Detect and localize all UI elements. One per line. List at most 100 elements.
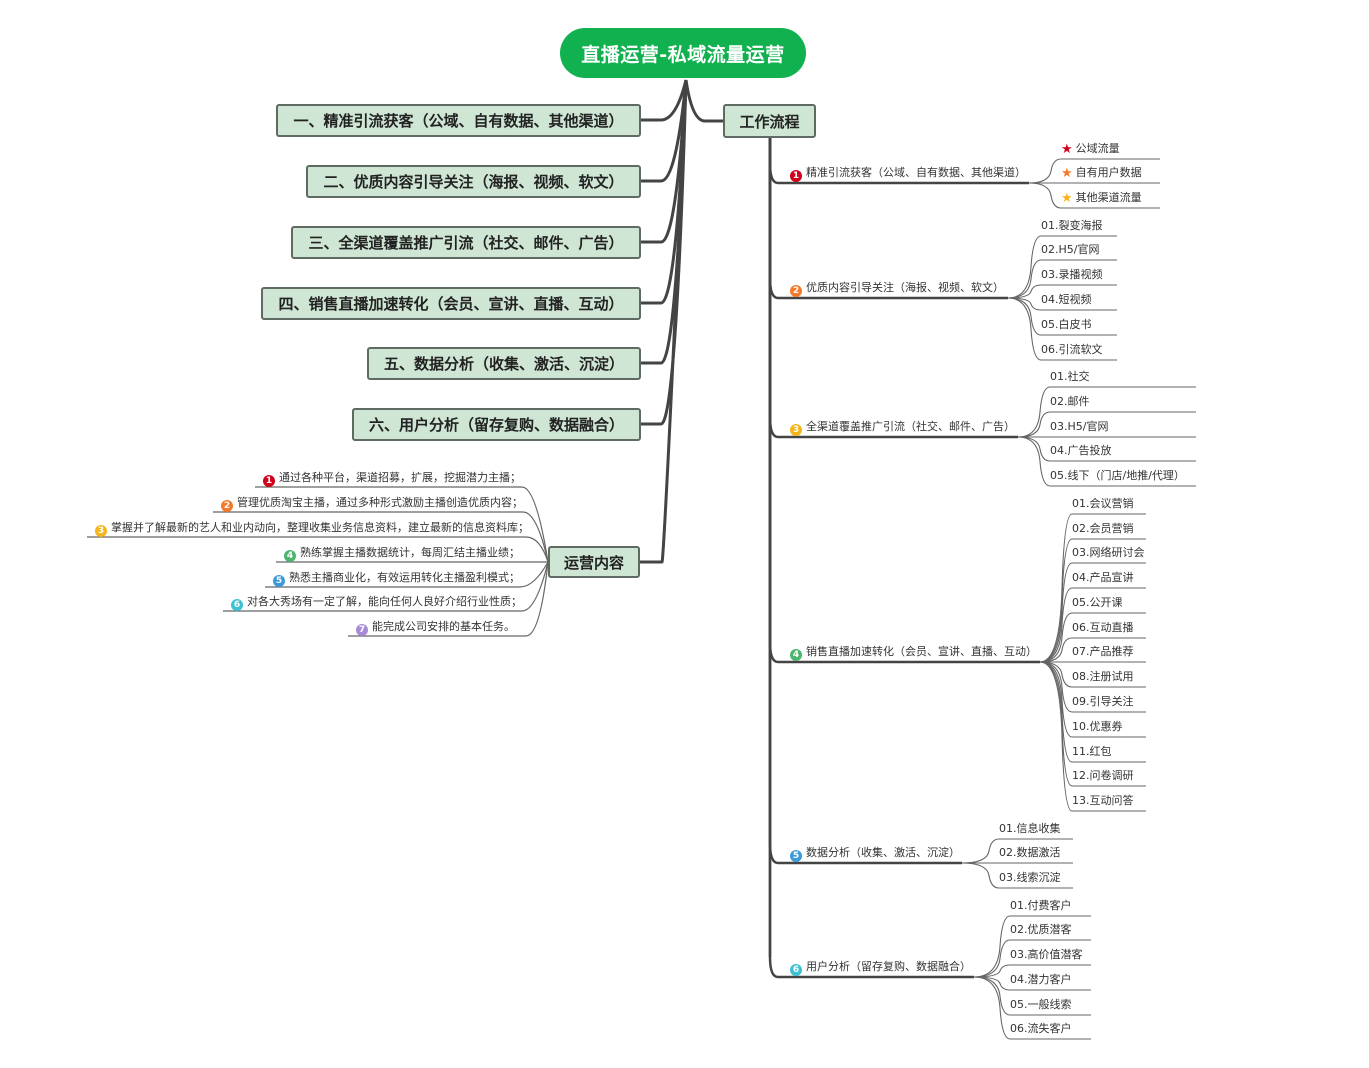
workflow-step-6[interactable]: 6 用户分析（留存复购、数据融合） bbox=[790, 960, 971, 976]
workflow-step-1-child-2[interactable]: ★自有用户数据 bbox=[1061, 166, 1142, 181]
workflow-step-3-child-4[interactable]: 04.广告投放 bbox=[1050, 444, 1112, 458]
workflow-step-4-child-6[interactable]: 06.互动直播 bbox=[1072, 621, 1134, 635]
number-5-icon: 5 bbox=[790, 850, 802, 862]
workflow-topic[interactable]: 工作流程 bbox=[723, 104, 816, 138]
connector bbox=[973, 976, 1091, 1016]
workflow-step-5-child-1[interactable]: 01.信息收集 bbox=[999, 822, 1061, 836]
workflow-step-4-child-13[interactable]: 13.互动问答 bbox=[1072, 794, 1134, 808]
connector bbox=[1028, 158, 1160, 184]
workflow-step-3-child-3[interactable]: 03.H5/官网 bbox=[1050, 420, 1108, 434]
left-topic-2[interactable]: 二、优质内容引导关注（海报、视频、软文） bbox=[306, 165, 641, 198]
workflow-step-3-child-2[interactable]: 02.邮件 bbox=[1050, 395, 1090, 409]
workflow-step-3-child-5[interactable]: 05.线下（门店/地推/代理） bbox=[1050, 469, 1185, 483]
workflow-step-2-child-4[interactable]: 04.短视频 bbox=[1041, 293, 1092, 307]
workflow-step-5-child-2[interactable]: 02.数据激活 bbox=[999, 846, 1061, 860]
workflow-step-5-child-3-label: 03.线索沉淀 bbox=[999, 871, 1061, 884]
connector bbox=[87, 536, 549, 563]
workflow-step-1-label: 精准引流获客（公域、自有数据、其他渠道） bbox=[806, 166, 1026, 179]
workflow-step-4-child-10[interactable]: 10.优惠券 bbox=[1072, 720, 1123, 734]
workflow-step-4-child-2[interactable]: 02.会员营销 bbox=[1072, 522, 1134, 536]
workflow-step-4-child-13-label: 13.互动问答 bbox=[1072, 794, 1134, 807]
connector bbox=[1017, 436, 1196, 487]
workflow-step-4-child-7[interactable]: 07.产品推荐 bbox=[1072, 645, 1134, 659]
workflow-step-4-child-11-label: 11.红包 bbox=[1072, 745, 1112, 758]
connector bbox=[1039, 587, 1146, 663]
workflow-step-6-child-1[interactable]: 01.付费客户 bbox=[1010, 899, 1072, 913]
connector bbox=[768, 138, 962, 865]
workflow-step-3-child-1[interactable]: 01.社交 bbox=[1050, 370, 1090, 384]
workflow-step-4-child-6-label: 06.互动直播 bbox=[1072, 621, 1134, 634]
workflow-step-1-child-3[interactable]: ★其他渠道流量 bbox=[1061, 191, 1142, 206]
left-topic-6[interactable]: 六、用户分析（留存复购、数据融合） bbox=[352, 408, 641, 441]
connector bbox=[768, 138, 1008, 300]
workflow-step-2-child-1-label: 01.裂变海报 bbox=[1041, 219, 1103, 232]
left-topic-5[interactable]: 五、数据分析（收集、激活、沉淀） bbox=[367, 347, 641, 380]
workflow-step-6-child-3-label: 03.高价值潜客 bbox=[1010, 948, 1083, 961]
number-1-icon: 1 bbox=[263, 475, 275, 487]
left-topic-1[interactable]: 一、精准引流获客（公域、自有数据、其他渠道） bbox=[276, 104, 641, 137]
workflow-step-5-child-3[interactable]: 03.线索沉淀 bbox=[999, 871, 1061, 885]
number-6-icon: 6 bbox=[231, 599, 243, 611]
number-4-icon: 4 bbox=[790, 649, 802, 661]
connector bbox=[961, 838, 1073, 864]
workflow-step-4-child-8[interactable]: 08.注册试用 bbox=[1072, 670, 1134, 684]
operations-item-6-label: 对各大秀场有一定了解，能向任何人良好介绍行业性质； bbox=[247, 595, 522, 608]
connector bbox=[1007, 259, 1117, 299]
operations-topic[interactable]: 运营内容 bbox=[548, 546, 640, 578]
workflow-step-6-child-4-label: 04.潜力客户 bbox=[1010, 973, 1072, 986]
connector bbox=[213, 511, 549, 563]
workflow-step-6-child-2[interactable]: 02.优质潜客 bbox=[1010, 923, 1072, 937]
connector bbox=[1039, 562, 1146, 663]
number-4-icon: 4 bbox=[284, 550, 296, 562]
connector bbox=[348, 561, 549, 637]
workflow-step-6-child-6[interactable]: 06.流失客户 bbox=[1010, 1022, 1072, 1036]
workflow-step-2-child-3[interactable]: 03.录播视频 bbox=[1041, 268, 1103, 282]
connector bbox=[265, 561, 549, 588]
workflow-step-6-child-4[interactable]: 04.潜力客户 bbox=[1010, 973, 1072, 987]
star-icon: ★ bbox=[1061, 142, 1073, 157]
left-topic-4[interactable]: 四、销售直播加速转化（会员、宣讲、直播、互动） bbox=[261, 287, 641, 320]
root-topic[interactable]: 直播运营-私域流量运营 bbox=[560, 28, 806, 78]
workflow-step-6-child-5[interactable]: 05.一般线索 bbox=[1010, 998, 1072, 1012]
workflow-step-1-child-3-label: 其他渠道流量 bbox=[1075, 191, 1142, 204]
workflow-step-4-child-1[interactable]: 01.会议营销 bbox=[1072, 497, 1134, 511]
number-6-icon: 6 bbox=[790, 964, 802, 976]
workflow-step-2-child-5[interactable]: 05.白皮书 bbox=[1041, 318, 1092, 332]
operations-item-6[interactable]: 6 对各大秀场有一定了解，能向任何人良好介绍行业性质； bbox=[231, 595, 522, 611]
connector bbox=[223, 561, 549, 612]
connector bbox=[1028, 182, 1160, 209]
workflow-step-4-child-3[interactable]: 03.网络研讨会 bbox=[1072, 546, 1145, 560]
workflow-step-2-child-1[interactable]: 01.裂变海报 bbox=[1041, 219, 1103, 233]
workflow-step-2-child-6[interactable]: 06.引流软文 bbox=[1041, 343, 1103, 357]
workflow-step-4-child-12[interactable]: 12.问卷调研 bbox=[1072, 769, 1134, 783]
connector bbox=[1039, 661, 1146, 763]
left-topic-3[interactable]: 三、全渠道覆盖推广引流（社交、邮件、广告） bbox=[291, 226, 641, 259]
workflow-step-4-child-4-label: 04.产品宣讲 bbox=[1072, 571, 1134, 584]
workflow-step-1-child-1[interactable]: ★公域流量 bbox=[1061, 142, 1120, 157]
workflow-step-4-child-11[interactable]: 11.红包 bbox=[1072, 745, 1112, 759]
workflow-step-4-child-9[interactable]: 09.引导关注 bbox=[1072, 695, 1134, 709]
workflow-step-3-child-4-label: 04.广告投放 bbox=[1050, 444, 1112, 457]
connector bbox=[1039, 661, 1146, 688]
connector bbox=[973, 976, 1091, 1040]
workflow-step-6-label: 用户分析（留存复购、数据融合） bbox=[806, 960, 971, 973]
workflow-step-2-child-2[interactable]: 02.H5/官网 bbox=[1041, 243, 1099, 257]
workflow-step-4-child-5[interactable]: 05.公开课 bbox=[1072, 596, 1123, 610]
workflow-step-6-child-3[interactable]: 03.高价值潜客 bbox=[1010, 948, 1083, 962]
workflow-step-5-child-1-label: 01.信息收集 bbox=[999, 822, 1061, 835]
connector bbox=[1039, 612, 1146, 663]
workflow-step-4-child-4[interactable]: 04.产品宣讲 bbox=[1072, 571, 1134, 585]
workflow-step-2-child-2-label: 02.H5/官网 bbox=[1041, 243, 1100, 256]
workflow-step-3-child-5-label: 05.线下（门店/地推/代理） bbox=[1050, 469, 1185, 482]
